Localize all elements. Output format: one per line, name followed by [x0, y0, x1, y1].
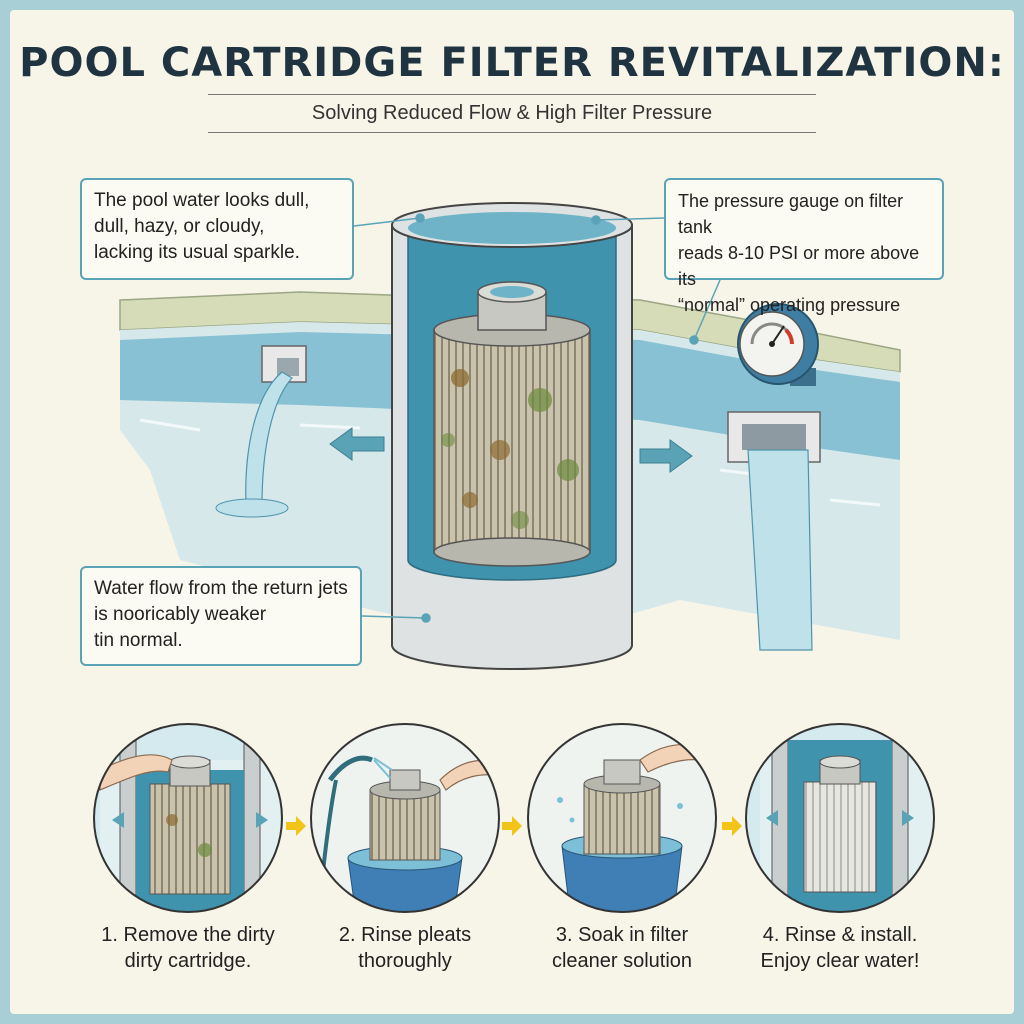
step-1-label-line-1: 1. Remove the dirty	[101, 924, 275, 946]
flow-arrows	[329, 427, 693, 473]
pressure-gauge	[737, 303, 819, 386]
page-title: POOL CARTRIDGE FILTER REVITALIZATION:	[19, 40, 1005, 86]
step-1-illustration	[93, 723, 283, 913]
step-2-label-line-1: 2. Rinse pleats	[338, 924, 472, 946]
callout-flow: Water flow from the return jets is noori…	[80, 566, 362, 666]
step-3-label: 3. Soak in filter cleaner solution	[522, 922, 722, 974]
page-subtitle: Solving Reduced Flow & High Filter Press…	[311, 102, 713, 124]
callout-pressure-line-3: “normal” operating pressure	[678, 295, 901, 315]
callout-pressure-line-2: reads 8-10 PSI or more above its	[678, 243, 920, 289]
step-2-illustration	[310, 723, 500, 913]
step-3-label-line-1: 3. Soak in filter	[555, 924, 689, 946]
step-1-label: 1. Remove the dirty dirty cartridge.	[88, 922, 288, 974]
callout-water-dull-line-2: dull, hazy, or cloudy,	[94, 216, 265, 237]
step-2-label: 2. Rinse pleats thoroughly	[305, 922, 505, 974]
return-jet	[215, 345, 307, 518]
step-3-label-line-2: cleaner solution	[551, 950, 693, 972]
title-divider-bottom	[208, 132, 816, 133]
step-arrows	[286, 816, 742, 836]
step-4-label: 4. Rinse & install. Enjoy clear water!	[740, 922, 940, 974]
step-4-label-line-1: 4. Rinse & install.	[762, 924, 918, 946]
callout-water-dull-line-1: The pool water looks dull,	[94, 190, 310, 211]
callout-pressure-line-1: The pressure gauge on filter tank	[678, 191, 904, 237]
callout-water-dull: The pool water looks dull, dull, hazy, o…	[80, 178, 354, 280]
step-4-label-line-2: Enjoy clear water!	[760, 950, 920, 972]
dirty-cartridge	[433, 281, 591, 567]
callout-flow-line-3: tin normal.	[94, 630, 183, 651]
callout-pressure: The pressure gauge on filter tank reads …	[664, 178, 944, 315]
step-1-label-line-2: dirty cartridge.	[124, 950, 252, 972]
callout-water-dull-line-3: lacking its usual sparkle.	[94, 242, 300, 263]
callout-leaders	[353, 213, 721, 623]
title-divider-top	[208, 94, 816, 95]
callout-flow-line-1: Water flow from the return jets	[94, 578, 348, 599]
step-3-illustration	[527, 723, 717, 913]
callout-flow-line-2: is nooricably weaker	[94, 604, 267, 625]
outlet-jet	[727, 411, 821, 651]
step-2-label-line-2: thoroughly	[358, 950, 452, 972]
step-4-illustration	[745, 723, 935, 913]
